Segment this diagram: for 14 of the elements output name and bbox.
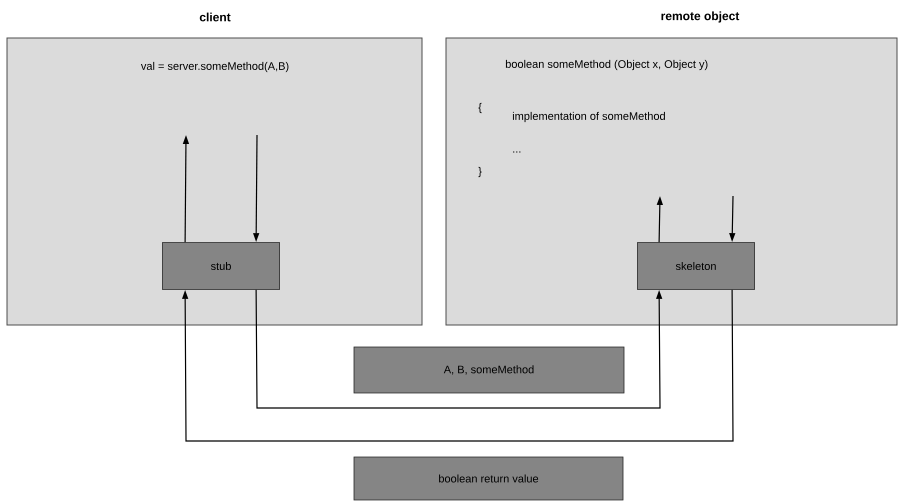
arrow bbox=[256, 290, 662, 409]
stub-box: stub bbox=[162, 242, 280, 290]
code-text: val = server.someMethod(A,B) bbox=[140, 62, 288, 72]
code-text: } bbox=[478, 166, 482, 178]
message-box: A, B, someMethod bbox=[354, 346, 624, 394]
skeleton-box: skeleton bbox=[637, 242, 755, 290]
message-box: boolean return value bbox=[354, 456, 624, 500]
panel-heading: remote object bbox=[661, 11, 740, 23]
code-text: boolean someMethod (Object x, Object y) bbox=[506, 60, 708, 70]
code-text: ... bbox=[513, 151, 520, 153]
code-text: implementation of someMethod bbox=[512, 112, 665, 122]
arrow bbox=[182, 290, 734, 442]
code-text: { bbox=[478, 102, 482, 114]
panel-heading: client bbox=[200, 12, 231, 22]
